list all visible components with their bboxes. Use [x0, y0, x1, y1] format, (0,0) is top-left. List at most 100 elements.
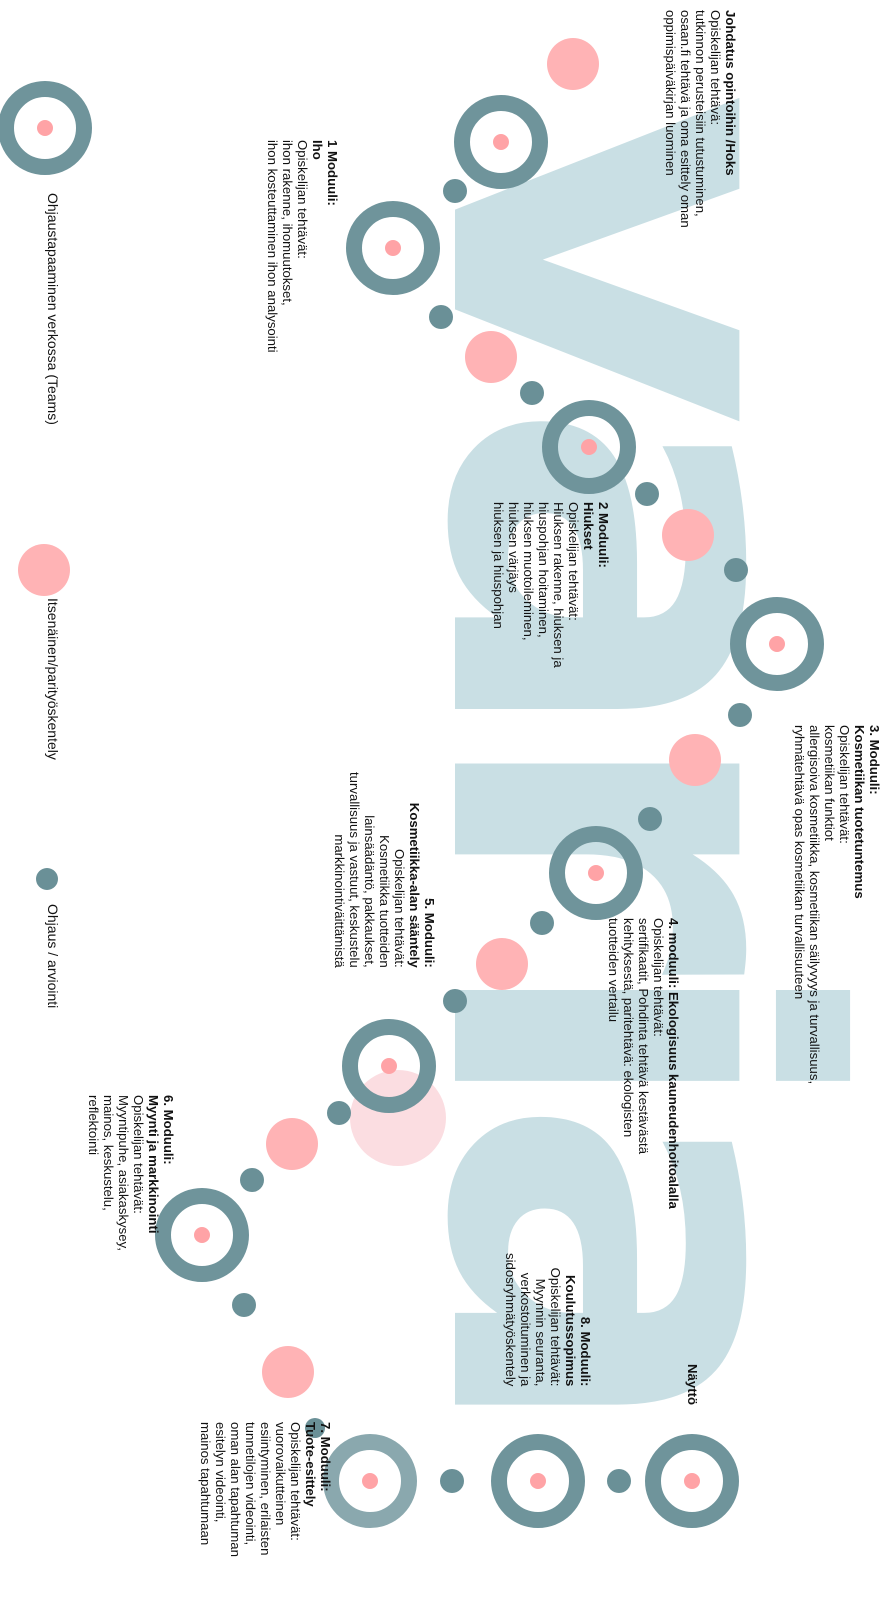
module-5-line: Kosmetiikka tuotteiden [377, 835, 392, 968]
ring-module-5 [342, 1019, 436, 1113]
module-7-title: 7. Moduuli: [318, 1422, 333, 1492]
naytto-title: Näyttö [685, 1364, 700, 1406]
module-8-subtitle: Koulutussopimus [563, 1275, 578, 1387]
module-6-line: Opiskelijan tehtävät: [131, 1095, 146, 1214]
module-3-line: Opiskelijan tehtävät: [837, 725, 852, 844]
legend-independent-circle [18, 544, 70, 596]
module-3-line: ryhmätehtävä opas kosmetiikan turvallisu… [792, 725, 807, 1000]
ring-module-8 [491, 1434, 585, 1528]
module-7-line: oman alan tapahtuman [228, 1422, 243, 1557]
guidance-dot [520, 381, 544, 405]
module-3-text: 3. Moduuli: Kosmetiikan tuotetuntemus Op… [792, 725, 882, 1084]
watermark-logo: varia [332, 90, 891, 1415]
independent-circle [465, 331, 517, 383]
guidance-dot [724, 558, 748, 582]
guidance-dot [607, 1469, 631, 1493]
module-4-line: Opiskelijan tehtävät: [651, 918, 666, 1037]
intro-text: Johdatus opintoihin /Hoks Opiskelijan te… [663, 10, 738, 228]
module-8-line: sidosryhmätyöskentely [503, 1253, 518, 1387]
ring-module-6 [155, 1188, 249, 1282]
module-5-line: turvallisuus ja vastuut, keskustelu [347, 772, 362, 968]
module-2-line: hiuksen muotoileminen, [521, 502, 536, 641]
module-5-title: 5. Moduuli: [422, 898, 437, 968]
independent-circle [662, 509, 714, 561]
module-1-subtitle: Iho [310, 140, 325, 160]
module-5-text: 5. Moduuli: Kosmetiikka-alan sääntely Op… [332, 772, 437, 968]
naytto-text: Näyttö [685, 1364, 700, 1405]
module-2-line: hiuspohjan hoitaminen, [536, 502, 551, 638]
guidance-dot [443, 989, 467, 1013]
module-7-text: 7. Moduuli: Tuote-esittely Opiskelijan t… [198, 1422, 333, 1557]
module-6-text: 6. Moduuli: Myynti ja markkinointi Opisk… [86, 1095, 176, 1251]
module-rings [0, 81, 824, 1528]
intro-line: oppimispäiväkirjan luominen [663, 10, 678, 176]
legend-ring [0, 81, 92, 175]
module-1-line: Opiskelijan tehtävät: [295, 140, 310, 259]
module-2-line: hiuksen värjäys [506, 502, 521, 593]
guidance-dot [232, 1293, 256, 1317]
module-1-title: 1 Moduuli: [325, 140, 340, 206]
legend-online-label: Ohjaustapaaminen verkossa (Teams) [45, 193, 61, 425]
module-7-line: mainos tapahtumaan [198, 1422, 213, 1546]
independent-circle [547, 38, 599, 90]
module-3-subtitle: Kosmetiikan tuotetuntemus [852, 725, 867, 899]
module-7-line: esiintyminen, erilaisten [258, 1422, 273, 1556]
module-3-line: kosmetiikan funktiot [822, 725, 837, 841]
module-1-line: ihon rakenne, ihomuutokset, [280, 140, 295, 306]
svg-text:varia: varia [332, 90, 891, 1415]
legend-guidance-label: Ohjaus / arviointi [45, 904, 61, 1009]
ring-naytto [645, 1434, 739, 1528]
intro-line: Opiskelijan tehtävä: [708, 10, 723, 126]
module-6-line: reflektointi [86, 1095, 101, 1156]
module-6-line: Myyntipuhe, asiakaskysey, [116, 1095, 131, 1251]
ring-module-7 [323, 1434, 417, 1528]
module-2-text: 2 Moduuli: Hiukset Opiskelijan tehtävät:… [491, 502, 611, 668]
module-1-line: ihon kosteuttaminen ihon analysointi [265, 140, 280, 353]
module-7-subtitle: Tuote-esittely [303, 1422, 318, 1507]
guidance-dot [429, 305, 453, 329]
module-8-line: verkostoituminen ja [518, 1272, 533, 1387]
independent-circle [669, 734, 721, 786]
module-5-subtitle: Kosmetiikka-alan sääntely [407, 802, 422, 968]
module-7-line: Opiskelijan tehtävät: [288, 1422, 303, 1541]
independent-circle [266, 1118, 318, 1170]
guidance-dots [36, 179, 752, 1493]
independent-circle [262, 1346, 314, 1398]
module-6-subtitle: Myynti ja markkinointi [146, 1095, 161, 1234]
intro-title: Johdatus opintoihin /Hoks [723, 10, 738, 176]
guidance-dot [305, 1418, 325, 1438]
module-2-line: Hiuksen rakenne, hiuksen ja [551, 502, 566, 668]
guidance-dot [327, 1101, 351, 1125]
module-1-text: 1 Moduuli: Iho Opiskelijan tehtävät: iho… [265, 140, 340, 353]
ring-module-2 [542, 400, 636, 494]
independent-circle [476, 938, 528, 990]
module-3-title: 3. Moduuli: [867, 725, 882, 795]
module-5-line: markkinointiväittämistä [332, 834, 347, 968]
module-5-line: Opiskelijan tehtävät: [392, 848, 407, 968]
module-4-text: 4. moduuli: Ekologisuus kauneudenhoitoal… [606, 918, 681, 1209]
guidance-dot [728, 703, 752, 727]
module-8-title: 8. Moduuli: [578, 1316, 593, 1387]
guidance-dot [530, 911, 554, 935]
independent-work-circles [18, 38, 721, 1398]
module-4-title: 4. moduuli: Ekologisuus kauneudenhoitoal… [666, 918, 681, 1209]
module-8-text: 8. Moduuli: Koulutussopimus Opiskelijan … [503, 1253, 593, 1386]
guidance-dot [638, 807, 662, 831]
guidance-dot [443, 179, 467, 203]
module-6-title: 6. Moduuli: [161, 1095, 176, 1165]
ring-module-1 [346, 201, 440, 295]
module-4-line: sertifikaatit, Pohdinta tehtävä kestäväs… [636, 918, 651, 1155]
guidance-dot [240, 1168, 264, 1192]
module-3-line: allergisoiva kosmetiikka, kosmetiikan sä… [807, 725, 822, 1085]
legend-guidance-dot [36, 868, 58, 890]
ring-intro [454, 95, 548, 189]
module-7-line: vuorovaikutteinen [273, 1422, 288, 1526]
module-6-line: mainos, keskustelu, [101, 1095, 116, 1211]
intro-line: osaan.fi tehtävä ja oma esittely oman [678, 10, 693, 228]
module-8-line: Myynnin seuranta, [533, 1278, 548, 1387]
ring-module-4 [549, 826, 643, 920]
guidance-dot [440, 1469, 464, 1493]
module-5-line: lainsäädäntö, pakkaukset, [362, 815, 377, 968]
ring-module-3 [730, 597, 824, 691]
